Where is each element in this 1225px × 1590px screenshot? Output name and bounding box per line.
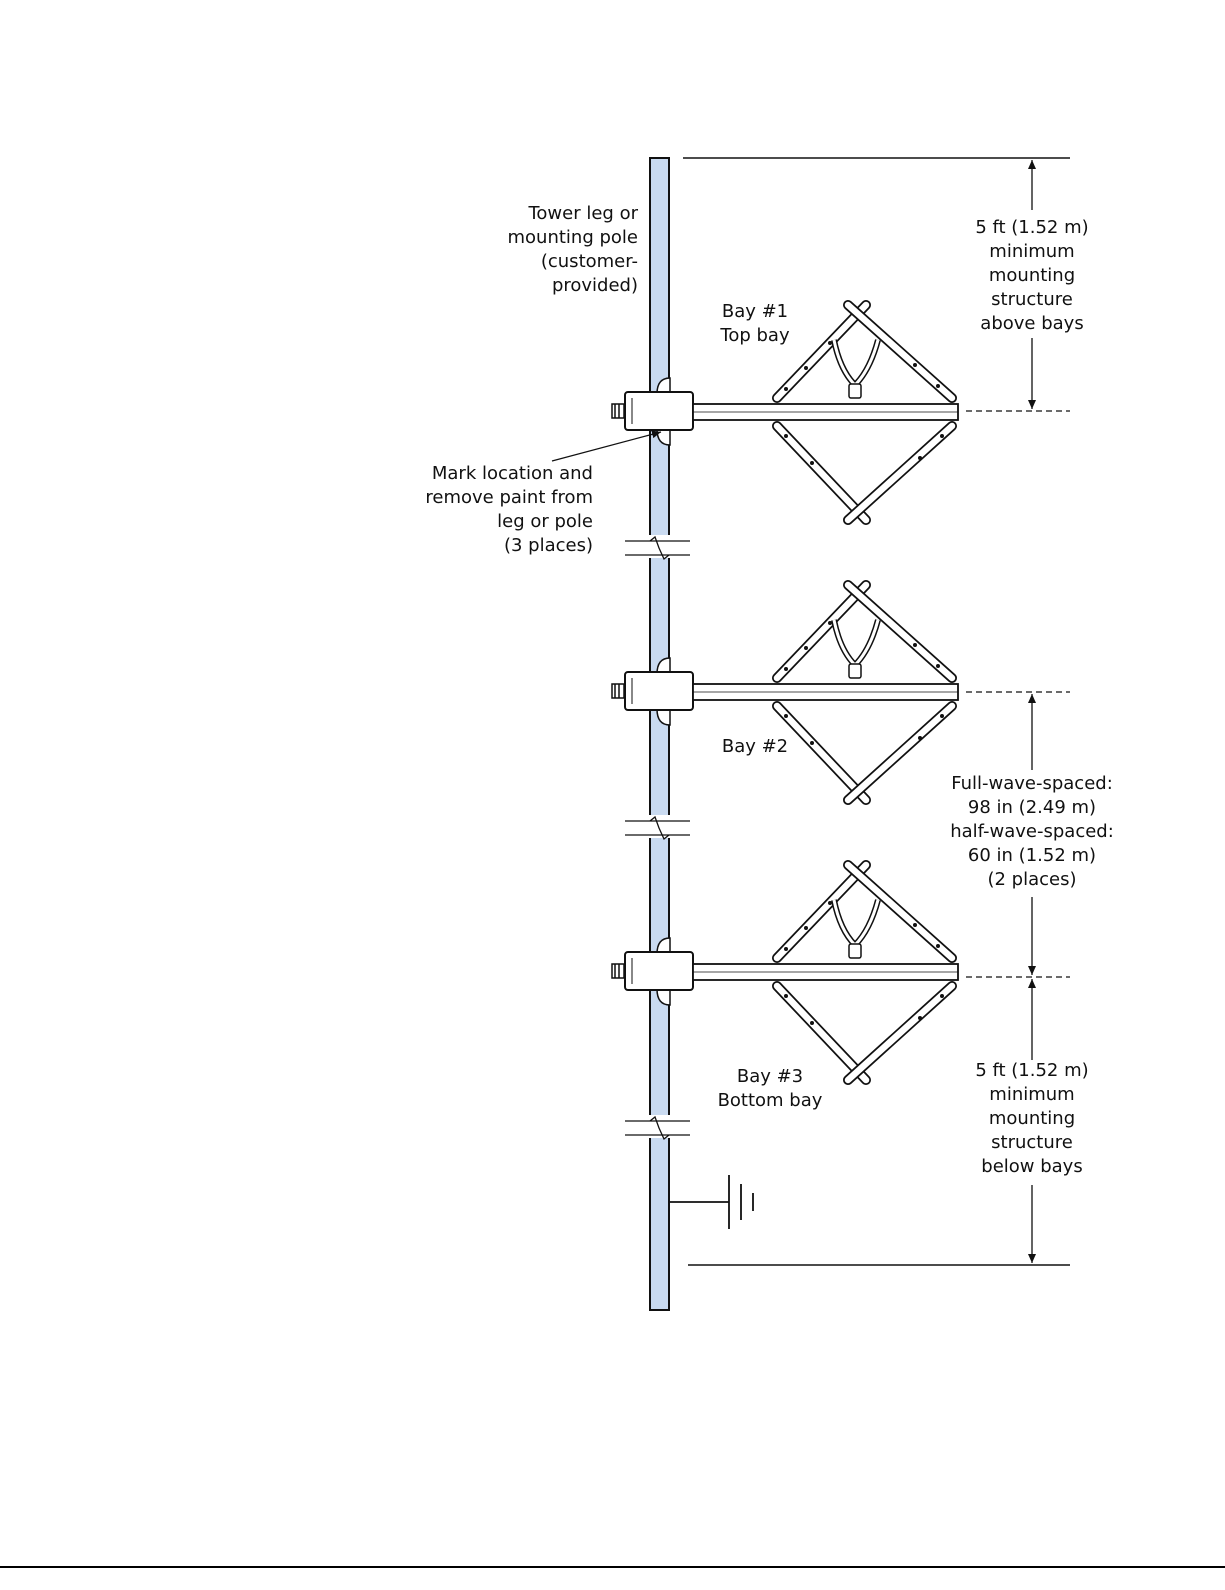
top-clearance-label: 5 ft (1.52 m) minimum mounting structure…: [975, 217, 1089, 334]
pole-break-3: [620, 1115, 692, 1141]
mounting-pole: [649, 157, 670, 1311]
bottom-clearance-label: 5 ft (1.52 m) minimum mounting structure…: [975, 1060, 1089, 1177]
dimension-bay-spacing: [966, 691, 1070, 1060]
tower-leg-label: Tower leg or mounting pole (customer- pr…: [507, 203, 639, 296]
ground-symbol-icon: [669, 1175, 754, 1229]
dimension-bottom-clearance: [688, 1185, 1070, 1266]
pole-break-1: [620, 535, 692, 561]
page-bottom-rule: [0, 1566, 1225, 1568]
bay-2-label: Bay #2: [721, 736, 789, 757]
mark-location-leader: [551, 430, 662, 462]
dimension-top-clearance: [683, 157, 1070, 412]
mark-location-label: Mark location and remove paint from leg …: [425, 463, 593, 556]
bay-1-label: Bay #1 Top bay: [720, 301, 790, 346]
bay-3-label: Bay #3 Bottom bay: [717, 1066, 823, 1111]
antenna-bay-3: [611, 860, 959, 1085]
antenna-bay-2: [611, 580, 959, 805]
antenna-bay-1: [611, 300, 959, 525]
pole-break-2: [620, 815, 692, 841]
bay-spacing-label: Full-wave-spaced: 98 in (2.49 m) half-wa…: [950, 773, 1114, 890]
